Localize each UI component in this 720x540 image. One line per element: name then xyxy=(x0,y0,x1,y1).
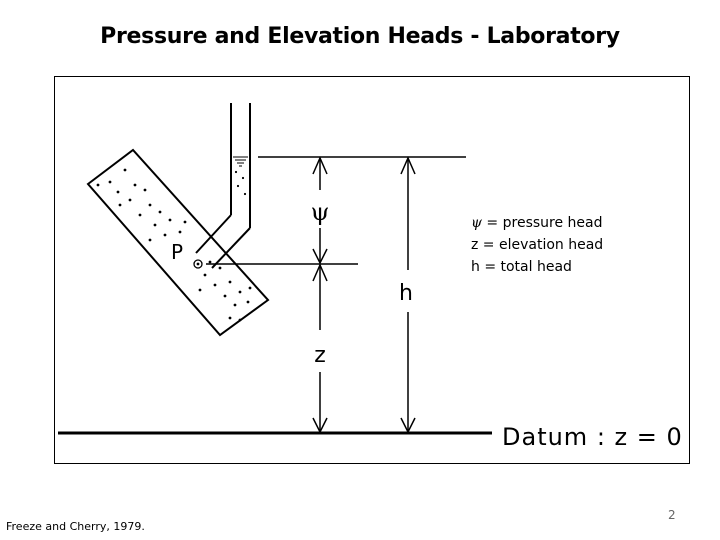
water-level-icon xyxy=(233,156,248,167)
manometer-tube xyxy=(195,103,251,269)
legend-psi-text: = pressure head xyxy=(481,215,603,231)
legend: ψ = pressure head z = elevation head h =… xyxy=(471,212,603,278)
point-p-label: P xyxy=(171,240,183,264)
tube-water-dots xyxy=(234,170,247,196)
h-dimension-arrow xyxy=(400,156,416,434)
legend-z: z = elevation head xyxy=(471,237,604,253)
page-number: 2 xyxy=(668,508,676,522)
legend-psi: ψ = pressure head xyxy=(471,212,603,234)
legend-psi-symbol: ψ xyxy=(471,215,482,231)
soil-column xyxy=(86,148,270,337)
h-label: h xyxy=(399,281,413,306)
point-p-marker-icon xyxy=(193,259,203,269)
slide-title: Pressure and Elevation Heads - Laborator… xyxy=(100,24,620,49)
psi-label: ψ xyxy=(311,198,330,226)
figure-frame xyxy=(54,76,690,464)
citation: Freeze and Cherry, 1979. xyxy=(6,520,145,533)
z-dimension-arrow xyxy=(312,263,328,434)
datum-label: Datum : z = 0 xyxy=(502,423,683,451)
z-label: z xyxy=(314,343,326,368)
legend-h: h = total head xyxy=(471,259,572,275)
psi-dimension-arrow xyxy=(312,156,328,265)
